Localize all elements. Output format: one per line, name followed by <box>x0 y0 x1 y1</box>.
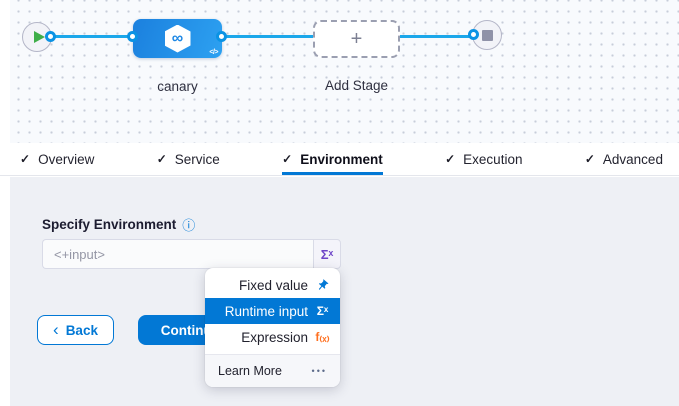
specify-environment-label: Specify Environment ⓘ <box>42 215 195 234</box>
add-stage-label: Add Stage <box>324 78 389 93</box>
learn-more-label: Learn More <box>218 364 282 378</box>
menu-item-label: Runtime input <box>224 303 308 319</box>
deployment-hexagon-icon: ∞ <box>164 24 191 53</box>
menu-item-fixed-value[interactable]: Fixed value <box>205 272 340 298</box>
field-label-text: Specify Environment <box>42 217 177 232</box>
environment-input-group: Σˣ <box>42 239 341 269</box>
tab-service[interactable]: ✓ Service <box>157 143 220 175</box>
tab-label: Overview <box>38 151 95 167</box>
menu-body: Fixed value Runtime input Σˣ Expression … <box>205 268 340 354</box>
stage-node-canary[interactable]: ∞ </> <box>133 19 222 58</box>
start-node-out-port[interactable] <box>45 31 56 42</box>
check-icon: ✓ <box>584 152 595 166</box>
info-icon[interactable]: ⓘ <box>182 218 196 233</box>
stage-label: canary <box>157 79 198 94</box>
stage-out-port[interactable] <box>216 31 227 42</box>
runtime-input-toggle-button[interactable]: Σˣ <box>313 239 341 269</box>
check-icon: ✓ <box>156 152 167 166</box>
input-type-dropdown-menu: Fixed value Runtime input Σˣ Expression … <box>205 268 340 387</box>
end-node-in-port[interactable] <box>468 29 479 40</box>
menu-item-label: Expression <box>241 329 308 345</box>
check-icon: ✓ <box>445 152 456 166</box>
tab-environment[interactable]: ✓ Environment <box>282 143 383 175</box>
pin-icon <box>315 278 330 292</box>
tab-overview[interactable]: ✓ Overview <box>20 143 94 175</box>
chevron-left-icon: ‹ <box>53 319 59 339</box>
sigma-icon: Σˣ <box>316 304 329 318</box>
stage-in-port[interactable] <box>127 31 138 42</box>
back-button[interactable]: ‹ Back <box>37 315 114 345</box>
menu-item-expression[interactable]: Expression f₍ₓ₎ <box>205 324 340 350</box>
environment-panel: Specify Environment ⓘ Σˣ ‹ Back Continue… <box>10 177 679 406</box>
code-icon: </> <box>209 49 218 56</box>
check-icon: ✓ <box>282 152 293 166</box>
check-icon: ✓ <box>20 152 31 166</box>
tab-label: Service <box>174 151 220 167</box>
tab-execution[interactable]: ✓ Execution <box>445 143 522 175</box>
plus-icon: + <box>350 28 363 50</box>
tab-label: Execution <box>463 151 523 167</box>
ellipsis-icon[interactable]: ••• <box>311 366 327 376</box>
fx-icon: f₍ₓ₎ <box>315 330 330 344</box>
stage-config-tabbar: ✓ Overview ✓ Service ✓ Environment ✓ Exe… <box>0 143 679 176</box>
menu-footer-learn-more[interactable]: Learn More ••• <box>205 354 340 387</box>
stop-icon <box>481 29 493 41</box>
menu-item-label: Fixed value <box>238 277 308 293</box>
back-button-label: Back <box>65 322 98 338</box>
tab-label: Advanced <box>602 151 663 167</box>
environment-input[interactable] <box>42 239 313 269</box>
pipeline-canvas: ∞ </> + canary Add Stage <box>10 0 679 143</box>
tab-advanced[interactable]: ✓ Advanced <box>585 143 663 175</box>
tab-label: Environment <box>300 151 383 167</box>
play-icon <box>33 31 45 43</box>
menu-item-runtime-input[interactable]: Runtime input Σˣ <box>205 298 340 324</box>
add-stage-button[interactable]: + <box>313 20 400 58</box>
pipeline-connector-line <box>51 35 474 38</box>
